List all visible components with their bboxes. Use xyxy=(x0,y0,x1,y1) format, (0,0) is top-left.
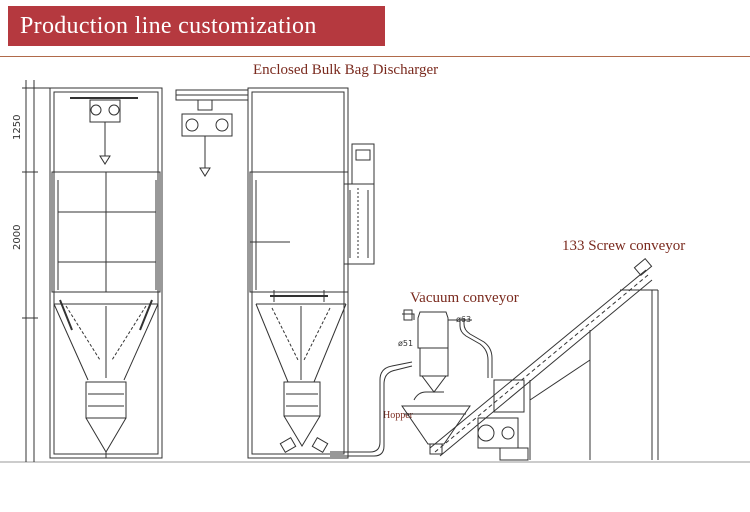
hopper-label: Hopper xyxy=(383,410,413,421)
discharger-label: Enclosed Bulk Bag Discharger xyxy=(253,62,439,78)
page-title-banner: Production line customization xyxy=(8,6,385,46)
dimension-diameter-51: ø51 xyxy=(398,339,413,348)
discharger-side-view xyxy=(175,87,413,459)
discharger-front-view xyxy=(22,80,163,462)
page-title: Production line customization xyxy=(20,13,317,39)
dimension-frame-height: 2000 xyxy=(12,225,23,250)
vacuum-conveyor-label: Vacuum conveyor xyxy=(410,290,519,306)
dimension-top-height: 1250 xyxy=(12,115,23,140)
vacuum-conveyor xyxy=(401,309,493,455)
title-divider xyxy=(0,56,750,57)
screw-conveyor xyxy=(429,257,659,461)
screw-conveyor-label: 133 Screw conveyor xyxy=(562,238,686,254)
dimension-diameter-63: ø63 xyxy=(456,315,471,324)
